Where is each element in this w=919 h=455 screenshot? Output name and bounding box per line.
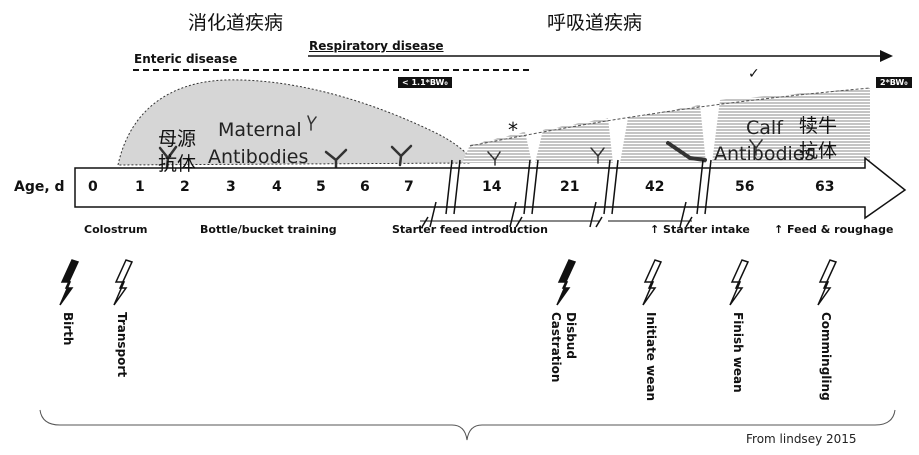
- age-tick: 0: [88, 179, 98, 195]
- respiratory-arrowhead: [880, 50, 893, 62]
- enteric-disease-label: Enteric disease: [134, 52, 238, 66]
- event-birth: Birth: [61, 312, 75, 346]
- maternal-antibody-en-2: Antibodies: [208, 146, 309, 168]
- maternal-antibody-en-1: Maternal: [218, 119, 302, 141]
- bw-low-tag: < 1.1*BW₀: [398, 77, 452, 88]
- age-tick: 14: [482, 179, 502, 195]
- phase-starter-intake: ↑ Starter intake: [650, 223, 750, 236]
- antibody-symbols: [158, 115, 763, 170]
- age-tick: 63: [815, 179, 835, 195]
- respiratory-disease-cn: 呼吸道疾病: [547, 12, 643, 34]
- calf-antibody-cn-1: 犊牛: [799, 115, 838, 137]
- initiate-wean-bolt-icon: [642, 259, 663, 306]
- event-castration: Castration: [549, 312, 563, 383]
- birth-bolt-icon: [59, 259, 80, 306]
- maternal-antibody-area: [117, 79, 471, 166]
- phase-feed-roughage: ↑ Feed & roughage: [774, 223, 894, 236]
- finish-wean-bolt-icon: [729, 259, 750, 306]
- calf-antibody-en-1: Calf: [746, 117, 783, 139]
- event-initiate-wean: Initiate wean: [644, 312, 658, 401]
- calf-antibody-cn-2: 抗体: [799, 140, 838, 162]
- calf-antibody-segment-4: [712, 88, 870, 163]
- age-axis-label: Age, d: [14, 179, 65, 195]
- age-tick: 3: [226, 179, 236, 195]
- calf-antibody-segment-2: [535, 118, 613, 163]
- calf-antibody-en-2: Antibodies: [714, 143, 815, 165]
- age-tick: 6: [360, 179, 370, 195]
- check-mark: ✓: [748, 66, 760, 82]
- lightning-icons: [59, 259, 838, 306]
- disbud-bolt-icon: [556, 259, 577, 306]
- respiratory-disease-label: Respiratory disease: [309, 39, 444, 53]
- calf-antibody-segment-1: [462, 132, 532, 163]
- phase-starter-feed: Starter feed introduction: [392, 223, 548, 236]
- maternal-antibody-cn-1: 母源: [158, 128, 197, 150]
- event-transport: Transport: [115, 312, 129, 378]
- age-tick: 4: [272, 179, 282, 195]
- asterisk-mark: *: [508, 118, 518, 142]
- event-commingling: Commingling: [819, 312, 833, 401]
- phase-breaks: [420, 201, 693, 228]
- transport-bolt-icon: [113, 259, 134, 306]
- age-tick: 5: [316, 179, 326, 195]
- age-tick: 42: [645, 179, 665, 195]
- age-tick: 2: [180, 179, 190, 195]
- maternal-antibody-cn-2: 抗体: [158, 153, 197, 175]
- digestive-disease-cn: 消化道疾病: [188, 12, 284, 34]
- bw-high-tag: 2*BW₀: [876, 77, 912, 88]
- calf-antibody-segment-3: [620, 105, 706, 163]
- arrow-breaks: [445, 159, 712, 215]
- bottom-brace: [39, 409, 896, 441]
- age-tick: 56: [735, 179, 755, 195]
- source-credit: From lindsey 2015: [746, 432, 857, 446]
- age-tick: 1: [135, 179, 145, 195]
- event-disbud: Disbud: [564, 312, 578, 359]
- age-tick: 7: [404, 179, 414, 195]
- phase-bottle-training: Bottle/bucket training: [200, 223, 337, 236]
- phase-colostrum: Colostrum: [84, 223, 148, 236]
- age-tick: 21: [560, 179, 580, 195]
- event-finish-wean: Finish wean: [731, 312, 745, 393]
- commingling-bolt-icon: [817, 259, 838, 306]
